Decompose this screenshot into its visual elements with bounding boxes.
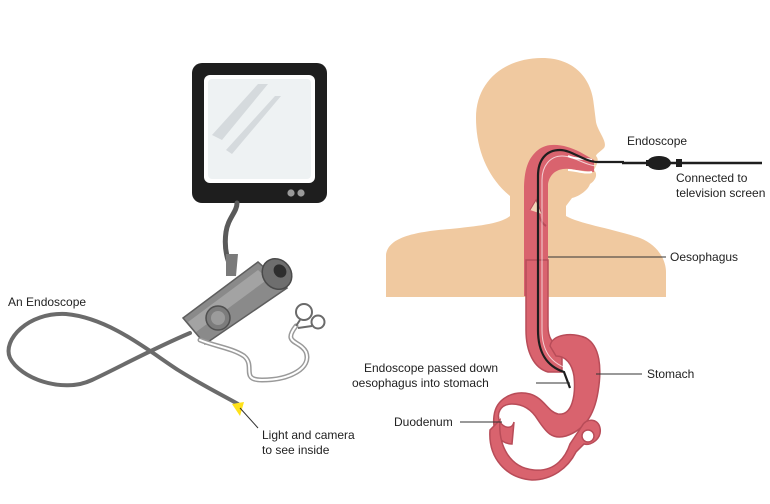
label-endoscope: Endoscope [627, 134, 688, 148]
label-oesophagus: Oesophagus [670, 250, 739, 264]
label-connected-line1: Connected to [676, 171, 748, 185]
duodenum-organ [489, 418, 601, 481]
endoscope-device [6, 257, 326, 416]
label-light-camera-line1: Light and camera [262, 428, 355, 442]
label-passed-line2: oesophagus into stomach [352, 376, 489, 390]
label-connected-line2: television screen [676, 186, 766, 200]
scope-coupler-icon [647, 156, 671, 170]
label-passed-line1: Endoscope passed down [364, 361, 499, 375]
label-stomach: Stomach [647, 367, 695, 381]
label-light-camera-line2: to see inside [262, 443, 330, 457]
label-duodenum: Duodenum [394, 415, 453, 429]
label-an-endoscope: An Endoscope [8, 295, 87, 309]
scope-in-body [536, 148, 624, 389]
leader-lines [239, 256, 666, 429]
light-tip-icon [232, 402, 244, 416]
monitor [192, 63, 327, 203]
monitor-button-icon [297, 189, 305, 197]
insertion-tube [6, 311, 240, 406]
monitor-button-icon [287, 189, 295, 197]
